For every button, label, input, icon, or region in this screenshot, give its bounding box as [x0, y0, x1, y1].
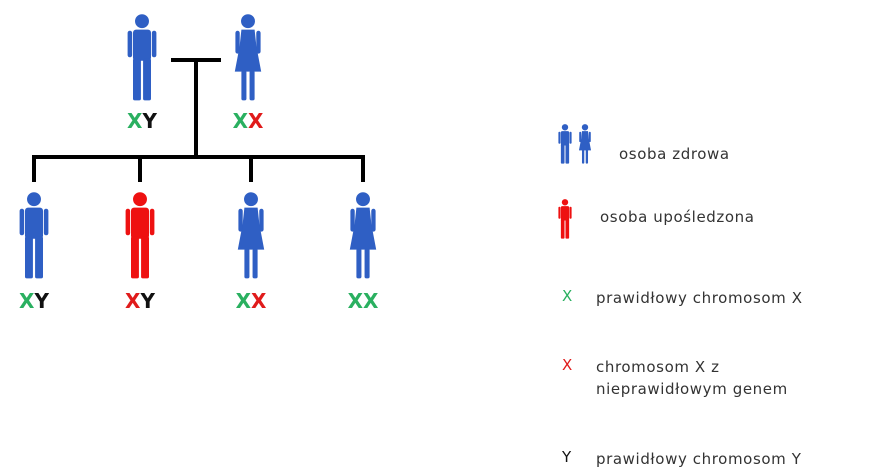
legend-y-label: prawidłowy chromosom Y — [596, 450, 802, 468]
legend-affected-icon — [558, 199, 572, 239]
daughter-2-figure — [349, 192, 377, 279]
legend-healthy-icon — [558, 124, 592, 164]
father-figure — [127, 14, 157, 101]
legend-healthy-label: osoba zdrowa — [619, 145, 730, 163]
pedigree-lines — [32, 58, 365, 182]
chromosome-labels: XY XX XY XY XX XX — [19, 109, 379, 313]
legend-defective-x-symbol: X — [562, 356, 573, 374]
daughter-1-chromosomes: XX — [236, 289, 267, 313]
legend-y-symbol: Y — [562, 448, 572, 466]
son-1-chromosomes: XY — [19, 289, 49, 313]
legend-normal-x-label: prawidłowy chromosom X — [596, 289, 803, 307]
mother-figure — [234, 14, 262, 101]
legend-affected-label: osoba upośledzona — [600, 208, 755, 226]
son-2-figure — [125, 192, 155, 279]
daughter-1-figure — [237, 192, 265, 279]
legend-defective-x-label-2: nieprawidłowym genem — [596, 380, 788, 398]
father-chromosomes: XY — [127, 109, 157, 133]
legend-normal-x-symbol: X — [562, 287, 573, 305]
daughter-2-chromosomes: XX — [348, 289, 379, 313]
son-2-chromosomes: XY — [125, 289, 155, 313]
pedigree-people — [19, 14, 377, 279]
mother-chromosomes: XX — [233, 109, 264, 133]
son-1-figure — [19, 192, 49, 279]
legend-icons — [558, 124, 592, 239]
legend-defective-x-label-1: chromosom X z — [596, 358, 720, 376]
